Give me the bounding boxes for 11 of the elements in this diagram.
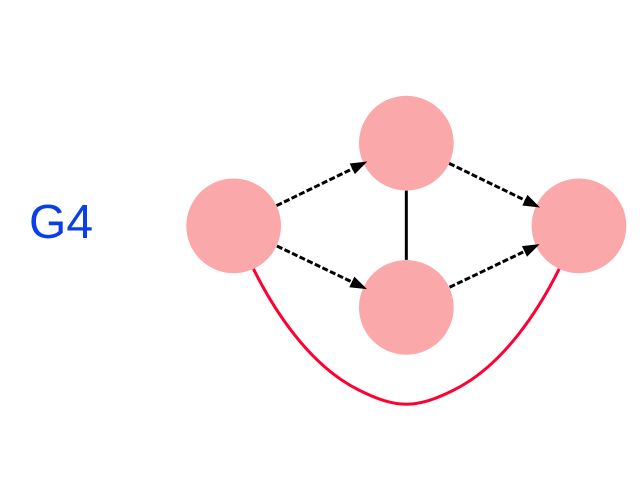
connector (404, 190, 408, 260)
arrow (448, 162, 540, 208)
node-circle (186, 178, 282, 274)
connector (252, 268, 560, 406)
node-circle (358, 96, 454, 190)
label: G4 (29, 196, 94, 249)
node-circle (358, 260, 454, 355)
arrow (448, 244, 540, 289)
arrow (276, 162, 368, 207)
arrow (276, 244, 368, 290)
node-circle (532, 178, 626, 274)
